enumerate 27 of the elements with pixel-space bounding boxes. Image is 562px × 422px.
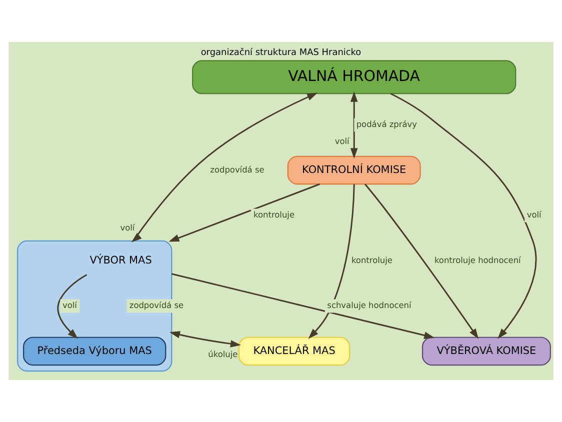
arrow — [364, 184, 479, 340]
edge-label: zodpovídá se — [129, 300, 184, 310]
arrow — [131, 92, 318, 242]
node-box: VALNÁ HROMADA — [192, 60, 516, 94]
edge-label: schvaluje hodnocení — [327, 300, 412, 310]
diagram-title: organizační struktura MAS Hranicko — [200, 48, 362, 58]
edge-label: kontroluje hodnocení — [434, 254, 521, 265]
arrow — [57, 274, 88, 339]
edge-label: zodpovídá se — [210, 164, 264, 174]
arrow — [308, 184, 355, 339]
node-box: VÝBĚROVÁ KOMISE — [422, 336, 551, 366]
label: volí — [334, 136, 350, 146]
edge-label: kontroluje — [254, 210, 295, 220]
node-box: Předseda Výboru MAS — [23, 336, 166, 366]
edge-label: kontroluje — [351, 254, 392, 265]
arrow — [350, 91, 358, 159]
edge-label: volí — [526, 210, 542, 220]
label: volí — [120, 222, 135, 232]
label: úkoluje — [208, 348, 238, 359]
node-box: KANCELÁŘ MAS — [238, 336, 350, 366]
node-box: KONTROLNÍ KOMISE — [287, 156, 421, 185]
arrow — [168, 183, 320, 242]
arrow — [171, 273, 435, 339]
arrow — [169, 331, 241, 348]
edge-label: volí — [62, 300, 77, 310]
edge-label: podává zprávy — [356, 119, 418, 130]
arrow — [390, 92, 537, 339]
